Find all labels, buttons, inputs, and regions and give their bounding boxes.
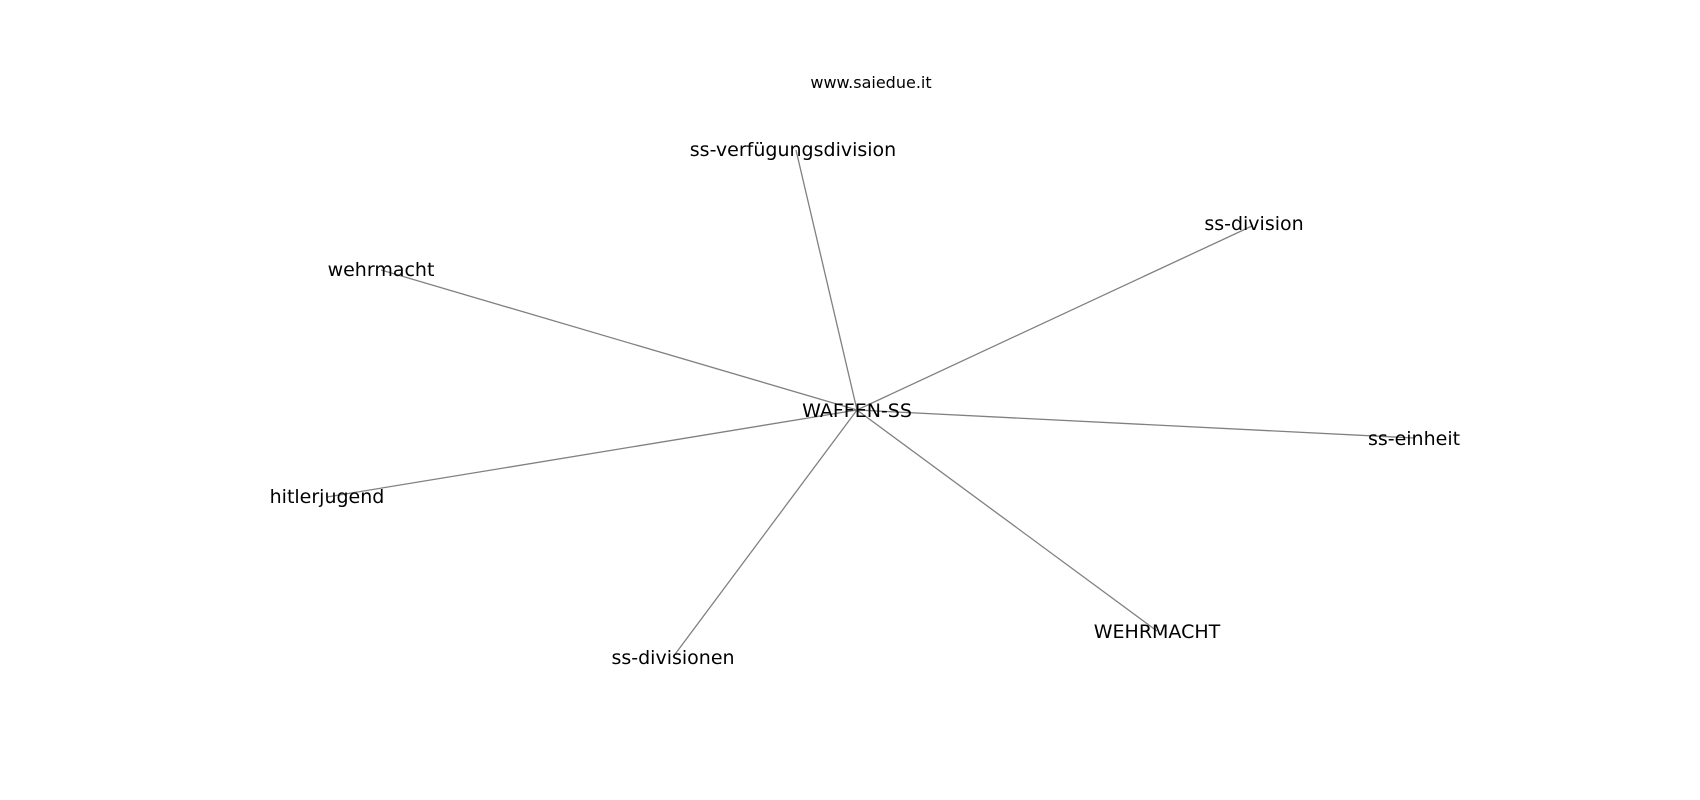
edge-ss-verfuegungsdivision	[795, 149, 858, 411]
edge-layer	[326, 149, 1415, 658]
watermark: www.saiedue.it	[810, 73, 931, 92]
label-layer: www.saiedue.it ss-verfügungsdivision ss-…	[270, 73, 1460, 669]
edge-wehrmacht-upper	[856, 409, 1158, 632]
node-ss-einheit: ss-einheit	[1368, 428, 1460, 450]
node-wehrmacht-upper: WEHRMACHT	[1094, 621, 1221, 643]
edge-ss-divisionen	[672, 409, 858, 658]
edge-hitlerjugend	[326, 409, 858, 498]
edge-wehrmacht	[380, 269, 858, 411]
edge-ss-einheit	[856, 409, 1415, 439]
node-hitlerjugend: hitlerjugend	[270, 486, 385, 508]
node-center-waffen-ss: WAFFEN-SS	[802, 400, 912, 422]
node-ss-divisionen: ss-divisionen	[611, 647, 734, 669]
node-ss-verfuegungsdivision: ss-verfügungsdivision	[690, 139, 896, 161]
node-wehrmacht: wehrmacht	[328, 259, 435, 281]
node-ss-division: ss-division	[1204, 213, 1303, 235]
edge-ss-division	[856, 225, 1253, 411]
